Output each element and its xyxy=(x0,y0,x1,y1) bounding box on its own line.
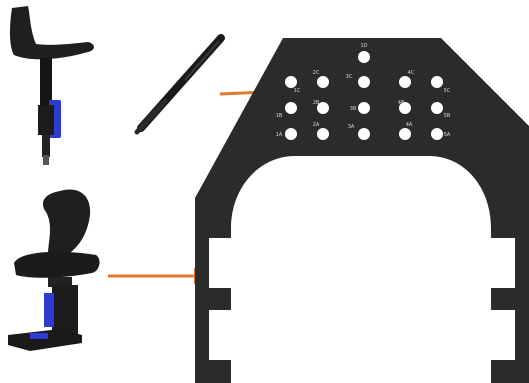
svg-text:1B: 1B xyxy=(276,113,283,119)
hole-1d xyxy=(358,51,370,63)
svg-text:5C: 5C xyxy=(444,88,451,94)
label-1d: 1D xyxy=(360,43,367,49)
svg-text:2A: 2A xyxy=(313,122,320,128)
slot-cutout-right-upper xyxy=(451,238,515,288)
slot-cutout-left-lower xyxy=(209,310,273,360)
saddle-seat-product-image xyxy=(0,0,110,170)
saddle-seat-stool-icon xyxy=(10,6,94,165)
svg-text:1C: 1C xyxy=(294,88,301,94)
backrest-chair-product-image xyxy=(0,185,110,365)
ergonomic-backrest-chair-icon xyxy=(8,189,99,351)
svg-text:3B: 3B xyxy=(350,106,357,112)
svg-text:2C: 2C xyxy=(313,70,320,76)
svg-text:3A: 3A xyxy=(348,124,355,130)
svg-text:3C: 3C xyxy=(346,74,353,80)
svg-text:1A: 1A xyxy=(276,132,283,138)
svg-text:4C: 4C xyxy=(408,70,415,76)
slot-cutout-right-lower xyxy=(451,310,515,360)
svg-text:5B: 5B xyxy=(444,113,451,119)
svg-text:4B: 4B xyxy=(398,100,405,106)
svg-text:2B: 2B xyxy=(313,100,320,106)
slot-cutout-left-upper xyxy=(209,238,273,288)
mounting-plate-image: 1D 2C 3C 4C 1C 5C 2B 3B 4B 1B 5B 2A 3A 4… xyxy=(195,38,529,383)
svg-text:5A: 5A xyxy=(444,132,451,138)
svg-text:4A: 4A xyxy=(406,122,413,128)
